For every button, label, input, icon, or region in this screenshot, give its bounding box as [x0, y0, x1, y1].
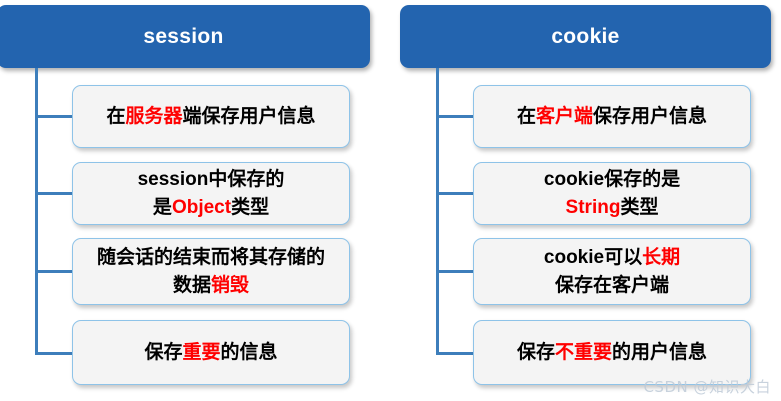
plain-text: 是: [152, 196, 172, 218]
highlighted-text: 服务器: [125, 105, 183, 127]
node-text-line-2: 是Object类型: [153, 194, 269, 222]
node-text-line-2: 数据销毁: [173, 272, 249, 300]
node-text-line-1: 保存重要的信息: [144, 339, 277, 367]
plain-text: 保存: [144, 341, 183, 363]
session-header-banner: session: [0, 5, 370, 68]
session-branch-line-3: [35, 270, 73, 273]
cookie-branch-line-1: [436, 115, 474, 118]
session-trunk-line: [35, 68, 38, 354]
plain-text: 数据: [172, 274, 211, 296]
plain-text: 的用户信息: [612, 341, 708, 363]
session-node-4: 保存重要的信息: [72, 320, 350, 385]
session-node-2: session中保存的是Object类型: [72, 162, 350, 225]
plain-text: cookie保存的是: [543, 168, 681, 190]
node-text-line-1: session中保存的: [138, 166, 285, 194]
plain-text: 保存: [516, 341, 555, 363]
plain-text: session中保存的: [137, 168, 285, 190]
plain-text: 保存在客户端: [554, 274, 669, 296]
highlighted-text: 销毁: [211, 274, 250, 296]
node-text-line-1: 在服务器端保存用户信息: [106, 103, 315, 131]
plain-text: 随会话的结束而将其存储的: [96, 246, 325, 268]
cookie-branch-line-2: [436, 192, 474, 195]
plain-text: 的信息: [220, 341, 278, 363]
cookie-node-1: 在客户端保存用户信息: [473, 85, 751, 148]
cookie-header-label: cookie: [551, 24, 620, 48]
highlighted-text: Object: [171, 196, 232, 218]
plain-text: 类型: [620, 196, 659, 218]
node-text-line-2: String类型: [566, 194, 659, 222]
cookie-node-3: cookie可以长期保存在客户端: [473, 238, 751, 305]
highlighted-text: 重要: [182, 341, 221, 363]
highlighted-text: 客户端: [535, 105, 593, 127]
cookie-header-banner: cookie: [400, 5, 771, 68]
plain-text: 类型: [231, 196, 270, 218]
node-text-line-1: cookie保存的是: [544, 166, 680, 194]
plain-text: 端保存用户信息: [182, 105, 316, 127]
session-branch-line-2: [35, 192, 73, 195]
cookie-branch-line-4: [436, 352, 474, 355]
node-text-line-1: 随会话的结束而将其存储的: [97, 244, 325, 272]
session-node-1: 在服务器端保存用户信息: [72, 85, 350, 148]
session-header-label: session: [143, 24, 224, 48]
highlighted-text: 不重要: [554, 341, 612, 363]
highlighted-text: 长期: [642, 246, 681, 268]
plain-text: 在: [516, 105, 536, 127]
cookie-node-2: cookie保存的是 String类型: [473, 162, 751, 225]
node-text-line-1: 保存不重要的用户信息: [517, 339, 707, 367]
cookie-branch-line-3: [436, 270, 474, 273]
session-branch-line-1: [35, 115, 73, 118]
node-text-line-1: 在客户端保存用户信息: [517, 103, 707, 131]
plain-text: cookie可以: [543, 246, 643, 268]
plain-text: 保存用户信息: [593, 105, 708, 127]
highlighted-text: String: [565, 196, 621, 218]
session-node-3: 随会话的结束而将其存储的数据销毁: [72, 238, 350, 305]
cookie-trunk-line: [436, 68, 439, 354]
plain-text: 在: [106, 105, 126, 127]
cookie-node-4: 保存不重要的用户信息: [473, 320, 751, 385]
node-text-line-2: 保存在客户端: [555, 272, 669, 300]
node-text-line-1: cookie可以长期: [544, 244, 680, 272]
session-branch-line-4: [35, 352, 73, 355]
